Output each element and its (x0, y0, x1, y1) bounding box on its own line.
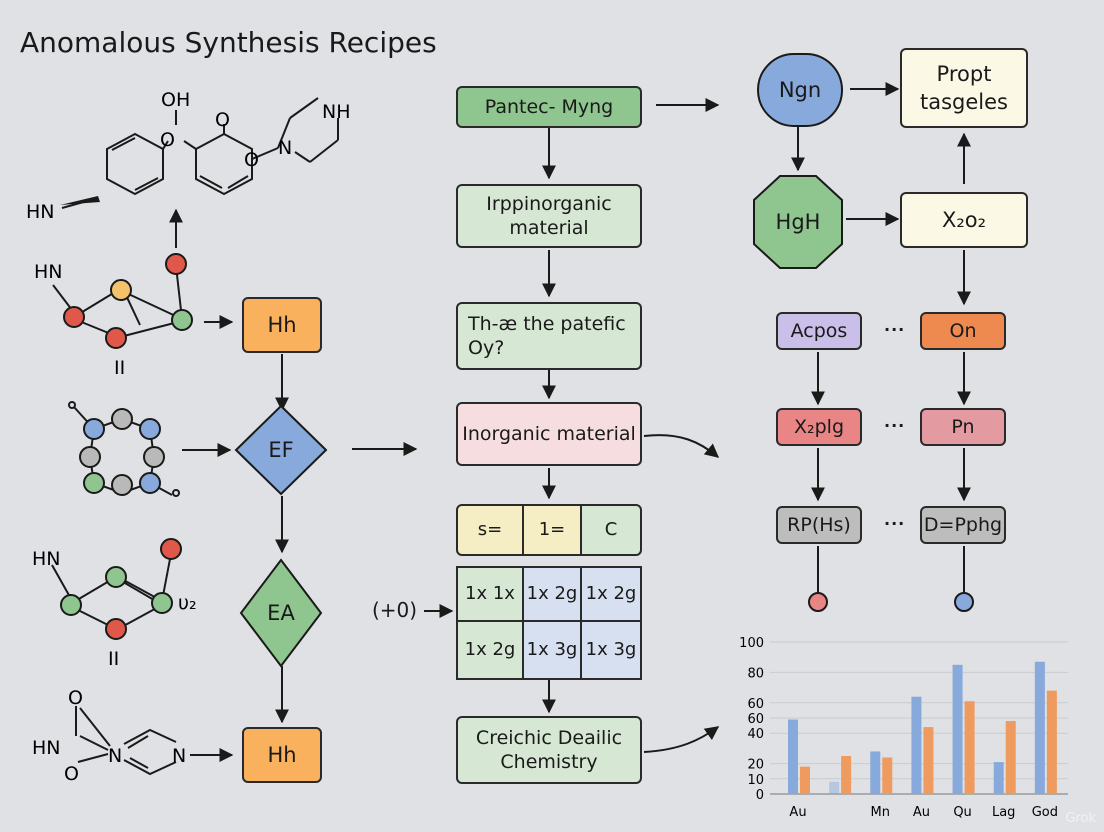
svg-text:II: II (108, 648, 119, 665)
y-tick-label: 60 (747, 697, 764, 712)
bar (841, 756, 852, 794)
y-tick-label: 20 (747, 758, 764, 773)
bar (952, 664, 963, 794)
side-label-plus-zero: (+0) (372, 598, 418, 622)
svg-text:N: N (278, 137, 292, 159)
node-propt-tasgeles: Propt tasgeles (900, 48, 1028, 128)
node-irppinorganic: Irppinorganic material (456, 184, 642, 248)
svg-text:OH: OH (161, 89, 190, 111)
bar (800, 766, 810, 794)
y-tick-label: 40 (747, 727, 764, 742)
node-x2o2: X₂o₂ (900, 192, 1028, 248)
svg-text:HN: HN (32, 737, 61, 759)
molecule-3 (68, 401, 180, 497)
node-ef-label: EF (268, 438, 294, 462)
y-tick-label: 80 (747, 666, 764, 681)
x-tick-label: God (1032, 805, 1058, 820)
recipe-table: s= 1= C 1x 1x 1x 2g 1x 2g 1x 2g 1x 3g 1x… (456, 504, 642, 680)
svg-text:υ₂: υ₂ (178, 592, 197, 614)
bar (788, 719, 798, 794)
node-hh-1: Hh (242, 297, 322, 353)
node-thex-patefic: Th-æ the patefic Oy? (456, 302, 642, 370)
svg-text:HN: HN (32, 548, 61, 570)
node-ea-label: EA (267, 601, 295, 625)
bar (829, 781, 840, 794)
node-hgh-octagon: HgH (752, 174, 844, 270)
y-tick-label: 100 (739, 636, 764, 651)
table-cell: 1x 2g (580, 566, 642, 622)
ellipsis-2: ··· (884, 416, 906, 435)
bar (964, 701, 975, 794)
svg-text:O: O (160, 129, 175, 151)
ellipsis-1: ··· (884, 320, 906, 339)
node-hh-2: Hh (242, 727, 322, 783)
svg-text:NH: NH (322, 101, 351, 123)
x-tick-label: Au (789, 805, 806, 820)
bar (1034, 661, 1045, 794)
bar (1046, 690, 1057, 794)
node-hgh-label: HgH (775, 210, 821, 234)
table-cell: 1x 2g (522, 566, 582, 622)
node-pn: Pn (920, 408, 1006, 446)
bar (870, 751, 881, 794)
node-ngn: Ngn (756, 52, 844, 128)
terminal-dot-red (808, 592, 828, 612)
svg-text:O: O (244, 149, 259, 171)
node-ngn-label: Ngn (778, 78, 822, 102)
svg-text:O: O (64, 763, 79, 785)
x-tick-label: Au (913, 805, 930, 820)
ellipsis-3: ··· (884, 514, 906, 533)
molecule-1: OH O O O N NH HN (26, 89, 351, 223)
table-header-cell-1: s= (456, 504, 524, 556)
svg-text:N: N (172, 745, 186, 767)
molecule-5: O HN O N N (32, 687, 186, 785)
x-tick-label: Lag (992, 805, 1015, 820)
svg-text:HN: HN (34, 261, 63, 283)
table-cell: 1x 1x (456, 566, 524, 622)
node-pantec-myng: Pantec- Myng (456, 86, 642, 128)
bar (993, 762, 1004, 794)
bar (923, 727, 934, 794)
molecule-2: HN II (34, 253, 193, 379)
table-header-cell-3: C (580, 504, 642, 556)
x-tick-label: Qu (953, 805, 971, 820)
y-tick-label: 10 (747, 773, 764, 788)
node-x2plg: X₂plg (776, 408, 862, 446)
y-tick-label: 0 (756, 788, 764, 803)
svg-text:II: II (114, 357, 125, 379)
node-ea-diamond: EA (239, 558, 323, 668)
x-tick-label: Mn (871, 805, 890, 820)
node-inorganic-material: Inorganic material (456, 402, 642, 466)
y-tick-label: 60 (747, 712, 764, 727)
diagram-title: Anomalous Synthesis Recipes (20, 26, 437, 59)
molecule-4: HN υ₂ II (32, 538, 197, 665)
svg-text:O: O (215, 109, 230, 131)
node-acpos: Acpos (776, 312, 862, 350)
watermark: Grok (1065, 811, 1096, 826)
table-header-cell-2: 1= (522, 504, 582, 556)
svg-text:O: O (68, 687, 83, 709)
svg-text:HN: HN (26, 201, 55, 223)
node-on: On (920, 312, 1006, 350)
svg-text:N: N (108, 745, 122, 767)
table-cell: 1x 2g (456, 620, 524, 680)
bar (882, 757, 893, 794)
node-ef-diamond: EF (234, 404, 328, 496)
table-cell: 1x 3g (522, 620, 582, 680)
table-cell: 1x 3g (580, 620, 642, 680)
node-rphs: RP(Hs) (776, 506, 862, 544)
bar (1005, 721, 1016, 794)
terminal-dot-blue (954, 592, 974, 612)
bar (911, 696, 922, 794)
node-dpphg: D=Pphg (920, 506, 1006, 544)
node-creichic-chemistry: Creichic Deailic Chemistry (456, 716, 642, 784)
